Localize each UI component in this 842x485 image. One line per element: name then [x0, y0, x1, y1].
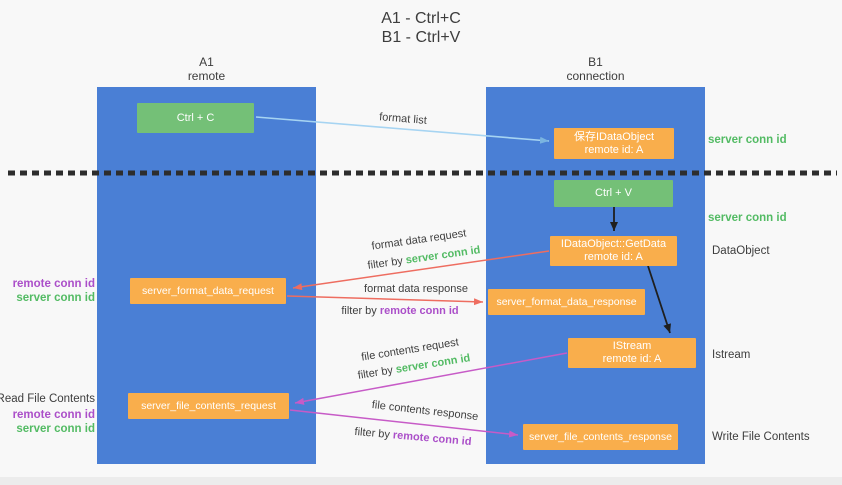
istream-box: IStream remote id: A [568, 338, 696, 368]
istream-label: Istream [712, 349, 751, 361]
column-a1-subtitle: remote [187, 69, 226, 83]
ctrl-v-shortcut-box: Ctrl + V [554, 180, 673, 207]
format-data-response-arrow-label: format data response [364, 283, 468, 295]
save-idataobject-line2: remote id: A [584, 143, 644, 156]
remote-conn-id-label-format: remote conn id [12, 278, 95, 290]
istream-line2: remote id: A [602, 353, 662, 365]
bottom-edge-bar [0, 477, 842, 485]
column-header-b1: B1 connection [486, 55, 705, 83]
filter-by-text: filter by [341, 305, 377, 317]
column-a1-name: A1 [199, 55, 214, 69]
server-conn-id-label-file: server conn id [16, 423, 95, 435]
file-contents-response-arrow-label: file contents response [371, 398, 479, 424]
filter-by-text: filter by [366, 255, 404, 272]
dataobject-label: DataObject [712, 245, 770, 257]
idataobject-getdata-line2: remote id: A [584, 251, 643, 263]
istream-line1: IStream [612, 340, 652, 352]
server-conn-id-label-top: server conn id [708, 134, 787, 146]
server-file-contents-response-box: server_file_contents_response [523, 424, 678, 450]
remote-conn-id-label-file: remote conn id [12, 409, 95, 421]
save-idataobject-line1: 保存IDataObject [573, 130, 655, 143]
server-conn-id-key: server conn id [404, 244, 482, 267]
title-line-ctrl-v: B1 - Ctrl+V [381, 29, 461, 46]
server-file-contents-request-box: server_file_contents_request [128, 393, 289, 419]
ctrl-c-shortcut-box: Ctrl + C [137, 103, 254, 133]
server-format-data-response-box: server_format_data_response [488, 289, 645, 315]
remote-conn-id-key: remote conn id [392, 429, 472, 449]
server-conn-id-label-mid: server conn id [708, 212, 787, 224]
diagram-title: A1 - Ctrl+C B1 - Ctrl+V [0, 9, 842, 47]
save-idataobject-box: 保存IDataObject remote id: A [554, 128, 674, 159]
idataobject-getdata-line1: IDataObject::GetData [560, 238, 667, 250]
server-format-data-request-box: server_format_data_request [130, 278, 286, 304]
filter-by-text: filter by [356, 364, 394, 382]
server-conn-id-label-format: server conn id [16, 292, 95, 304]
idataobject-getdata-box: IDataObject::GetData remote id: A [550, 236, 677, 266]
column-b1-name: B1 [588, 55, 603, 69]
read-file-contents-label: Read File Contents [0, 393, 95, 405]
remote-conn-id-key: remote conn id [379, 305, 459, 317]
filter-by-text: filter by [354, 425, 391, 441]
column-header-a1: A1 remote [97, 55, 316, 83]
format-list-arrow-label: format list [378, 111, 428, 127]
format-data-response-arrow [286, 295, 484, 306]
column-b1-subtitle: connection [566, 69, 625, 83]
write-file-contents-label: Write File Contents [712, 431, 810, 443]
title-line-ctrl-c: A1 - Ctrl+C [381, 10, 461, 27]
